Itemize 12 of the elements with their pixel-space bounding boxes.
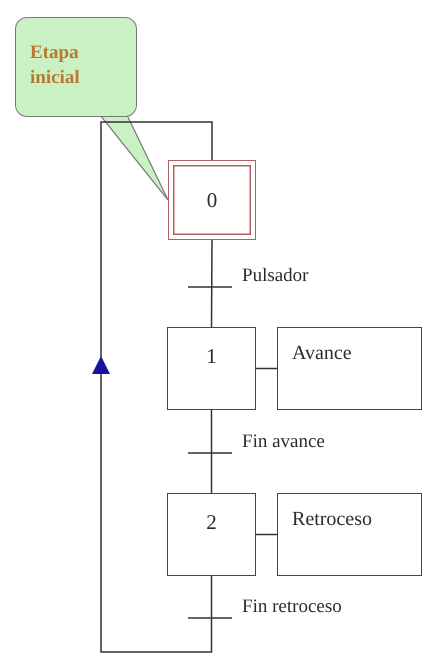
step-box: 1 — [167, 327, 256, 410]
connector-line — [210, 410, 212, 493]
callout-pointer — [98, 114, 169, 201]
step-box: 2 — [167, 493, 256, 576]
connector-line — [256, 534, 277, 536]
connector-line — [210, 240, 213, 327]
return-arrow — [92, 121, 213, 653]
action-box: Avance — [277, 327, 422, 410]
connector-line — [256, 368, 277, 370]
action-box: Retroceso — [277, 493, 422, 576]
initial-step-box: 0 — [168, 160, 256, 240]
callout-bubble: Etapa inicial — [15, 17, 137, 117]
